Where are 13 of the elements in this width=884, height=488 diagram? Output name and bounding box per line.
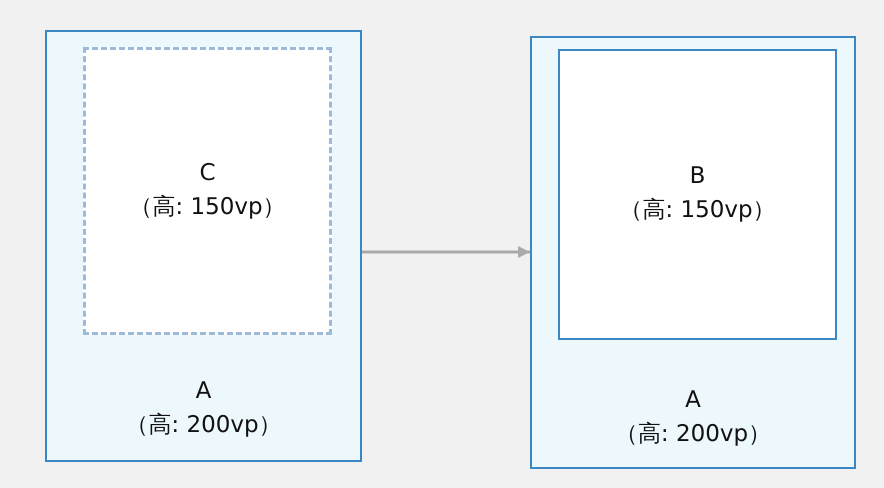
box-label: （高: 200vp）	[614, 420, 772, 449]
box-label: （高: 150vp）	[129, 193, 286, 222]
inner-box	[558, 49, 837, 340]
box-label: A	[685, 386, 701, 415]
box-label: B	[690, 162, 706, 190]
arrow	[362, 246, 530, 258]
box-label: C	[199, 159, 216, 188]
box-label: （高: 200vp）	[125, 411, 282, 440]
box-label: A	[196, 377, 212, 406]
box-label: （高: 150vp）	[619, 196, 776, 224]
inner-box	[83, 47, 332, 335]
outer-box	[530, 36, 856, 469]
outer-box	[45, 30, 362, 462]
